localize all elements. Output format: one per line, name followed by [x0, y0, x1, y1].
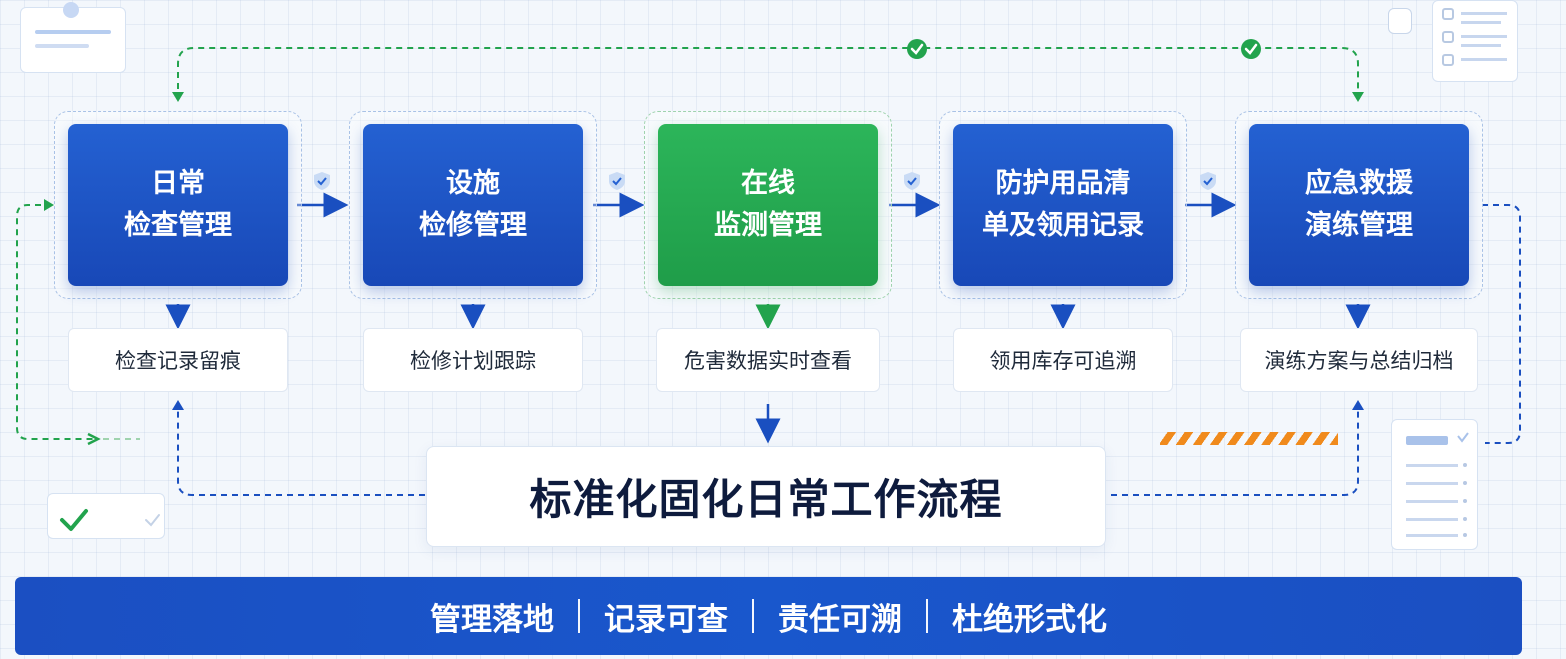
- step-title-line2: 检修管理: [419, 210, 527, 241]
- sub-box-drill-archive: 演练方案与总结归档: [1240, 328, 1478, 392]
- deco-note-card: [20, 2, 126, 73]
- footer-separator: [926, 599, 928, 633]
- step-title-line2: 监测管理: [714, 210, 822, 241]
- checkmark-icon: [60, 509, 160, 531]
- step-title-line1: 在线: [741, 168, 795, 199]
- step-title-line2: 检查管理: [124, 210, 232, 241]
- step-title-line1: 应急救援: [1305, 168, 1413, 199]
- shield-check-icon: [1200, 172, 1216, 190]
- shield-check-icon: [314, 172, 330, 190]
- center-title-box: 标准化固化日常工作流程: [426, 446, 1106, 547]
- footer-banner: 管理落地 记录可查 责任可溯 杜绝形式化: [15, 577, 1522, 655]
- deco-list-document: [1391, 419, 1478, 550]
- sub-box-hazard-data: 危害数据实时查看: [656, 328, 880, 392]
- check-circle-icon: [1241, 39, 1261, 59]
- step-title-line1: 设施: [446, 168, 500, 199]
- footer-item: 记录可查: [604, 601, 728, 638]
- step-title-line2: 演练管理: [1305, 210, 1413, 241]
- step-title-line2: 单及领用记录: [982, 210, 1144, 241]
- footer-item: 杜绝形式化: [952, 601, 1107, 638]
- shield-check-icon: [904, 172, 920, 190]
- center-title: 标准化固化日常工作流程: [529, 475, 1003, 524]
- sub-box-inspection-record: 检查记录留痕: [68, 328, 288, 392]
- check-circle-icon: [907, 39, 927, 59]
- step-card-daily-inspection[interactable]: 日常检查管理: [68, 124, 288, 286]
- footer-separator: [752, 599, 754, 633]
- warning-stripe: [1160, 432, 1338, 445]
- footer-item: 管理落地: [430, 601, 554, 638]
- footer-separator: [578, 599, 580, 633]
- shield-check-icon: [609, 172, 625, 190]
- step-card-facility-maintenance[interactable]: 设施检修管理: [363, 124, 583, 286]
- step-card-emergency-drill[interactable]: 应急救援演练管理: [1249, 124, 1469, 286]
- step-title-line1: 日常: [151, 168, 205, 199]
- footer-item: 责任可溯: [778, 601, 902, 638]
- deco-checkbox-card: [47, 493, 165, 539]
- step-title-line1: 防护用品清: [995, 168, 1131, 199]
- step-card-online-monitoring[interactable]: 在线监测管理: [658, 124, 878, 286]
- deco-square: [1388, 8, 1412, 34]
- checklist-document-icon: [1432, 0, 1518, 82]
- sub-box-inventory-trace: 领用库存可追溯: [953, 328, 1173, 392]
- sub-box-maintenance-plan: 检修计划跟踪: [363, 328, 583, 392]
- step-card-protective-equipment[interactable]: 防护用品清单及领用记录: [953, 124, 1173, 286]
